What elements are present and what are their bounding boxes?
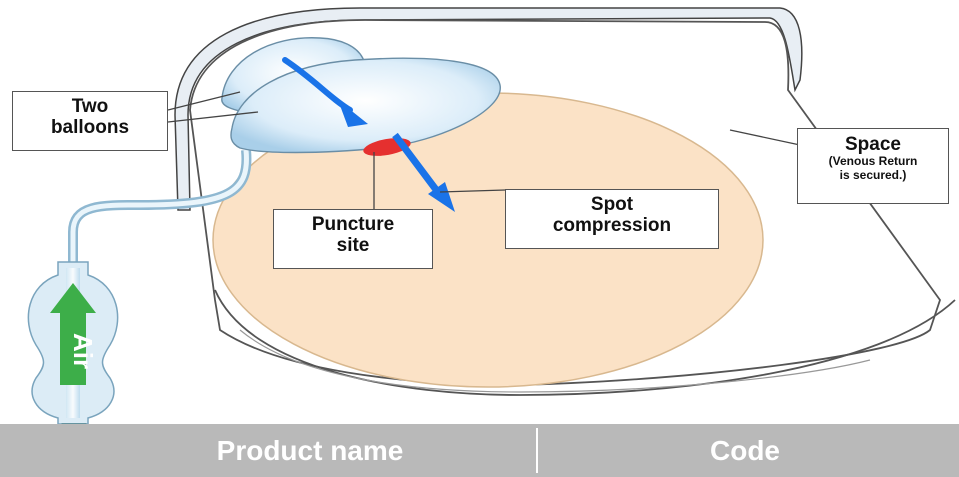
callout-two-balloons: Two balloons: [12, 91, 168, 151]
callout-space: Space (Venous Return is secured.): [797, 128, 949, 204]
header-divider: [536, 428, 538, 473]
code-header: Code: [545, 428, 945, 473]
callout-puncture-site: Puncture site: [273, 209, 433, 269]
callout-spot-compression: Spot compression: [505, 189, 719, 249]
air-label: Air: [68, 333, 98, 369]
product-name-header: Product name: [100, 428, 520, 473]
product-table-header: Product name Code: [0, 424, 959, 477]
